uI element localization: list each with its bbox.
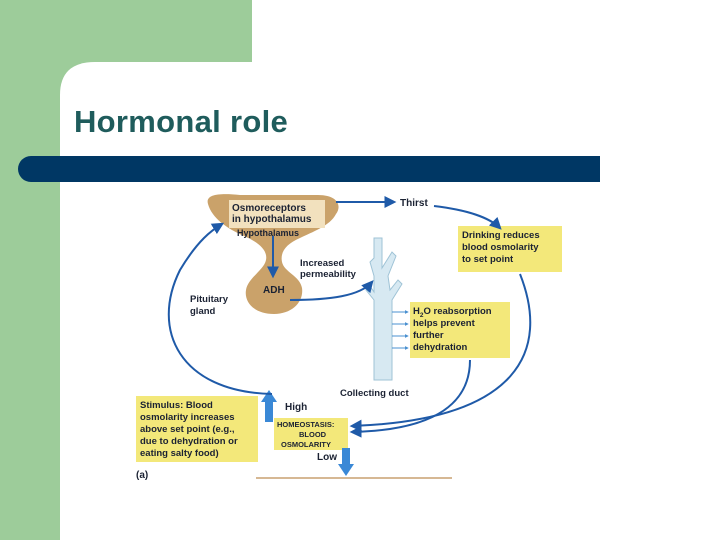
increased-permeability-2: permeability xyxy=(300,269,357,280)
osmoreceptor-label-box xyxy=(229,200,325,228)
adh-label: ADH xyxy=(263,285,285,296)
arrow-drinking-to-homeostasis xyxy=(349,273,532,432)
increased-permeability-1: Increased xyxy=(300,258,345,269)
arrow-reabsorption-to-homeostasis xyxy=(349,359,471,438)
reabsorption-label-3: further xyxy=(413,330,444,341)
homeostasis-label-3: OSMOLARITY xyxy=(281,440,331,449)
title-bar-end xyxy=(580,156,600,182)
reabsorption-label-2: helps prevent xyxy=(413,318,476,329)
osmoreceptors-label-2: in hypothalamus xyxy=(232,214,312,225)
reabsorption-box xyxy=(410,302,510,358)
slide-title: Hormonal role xyxy=(74,104,289,139)
title-underline-bar xyxy=(18,156,600,182)
osmoreceptors-label-1: Osmoreceptors xyxy=(232,203,306,214)
homeostasis-label-1: HOMEOSTASIS: xyxy=(277,420,334,429)
arrow-thirst-to-drinking xyxy=(433,205,502,230)
high-label: High xyxy=(285,402,307,413)
panel-label: (a) xyxy=(136,470,148,481)
homeostasis-box xyxy=(274,418,348,450)
collecting-duct-label: Collecting duct xyxy=(340,388,409,399)
stimulus-label-4: due to dehydration or xyxy=(140,436,238,447)
pituitary-label-1: Pituitary xyxy=(190,294,229,305)
low-arrow-head xyxy=(338,464,354,476)
high-arrow-shaft xyxy=(265,400,273,422)
arrow-stimulus-to-osmoreceptors xyxy=(167,222,273,395)
reabsorption-label-4: dehydration xyxy=(413,342,468,353)
drinking-box xyxy=(458,226,562,272)
stimulus-label-2: osmolarity increases xyxy=(140,412,235,423)
high-arrow-head xyxy=(261,390,277,402)
low-label: Low xyxy=(317,452,337,463)
thirst-label: Thirst xyxy=(400,198,428,209)
reabsorption-label-1: H2O reabsorption xyxy=(413,306,492,319)
pituitary-label-2: gland xyxy=(190,306,216,317)
low-arrow-shaft xyxy=(342,448,350,466)
drinking-label-2: blood osmolarity xyxy=(462,242,539,253)
stimulus-label-1: Stimulus: Blood xyxy=(140,400,213,411)
arrow-adh-to-duct xyxy=(289,280,374,301)
drinking-label-3: to set point xyxy=(462,254,514,265)
stimulus-box xyxy=(136,396,258,462)
collecting-duct-shape xyxy=(365,237,403,381)
homeostasis-label-2: BLOOD xyxy=(299,430,327,439)
drinking-label-1: Drinking reduces xyxy=(462,230,540,241)
stimulus-label-3: above set point (e.g., xyxy=(140,424,235,435)
stimulus-label-5: eating salty food) xyxy=(140,448,219,459)
hypothalamus-label: Hypothalamus xyxy=(237,228,299,238)
